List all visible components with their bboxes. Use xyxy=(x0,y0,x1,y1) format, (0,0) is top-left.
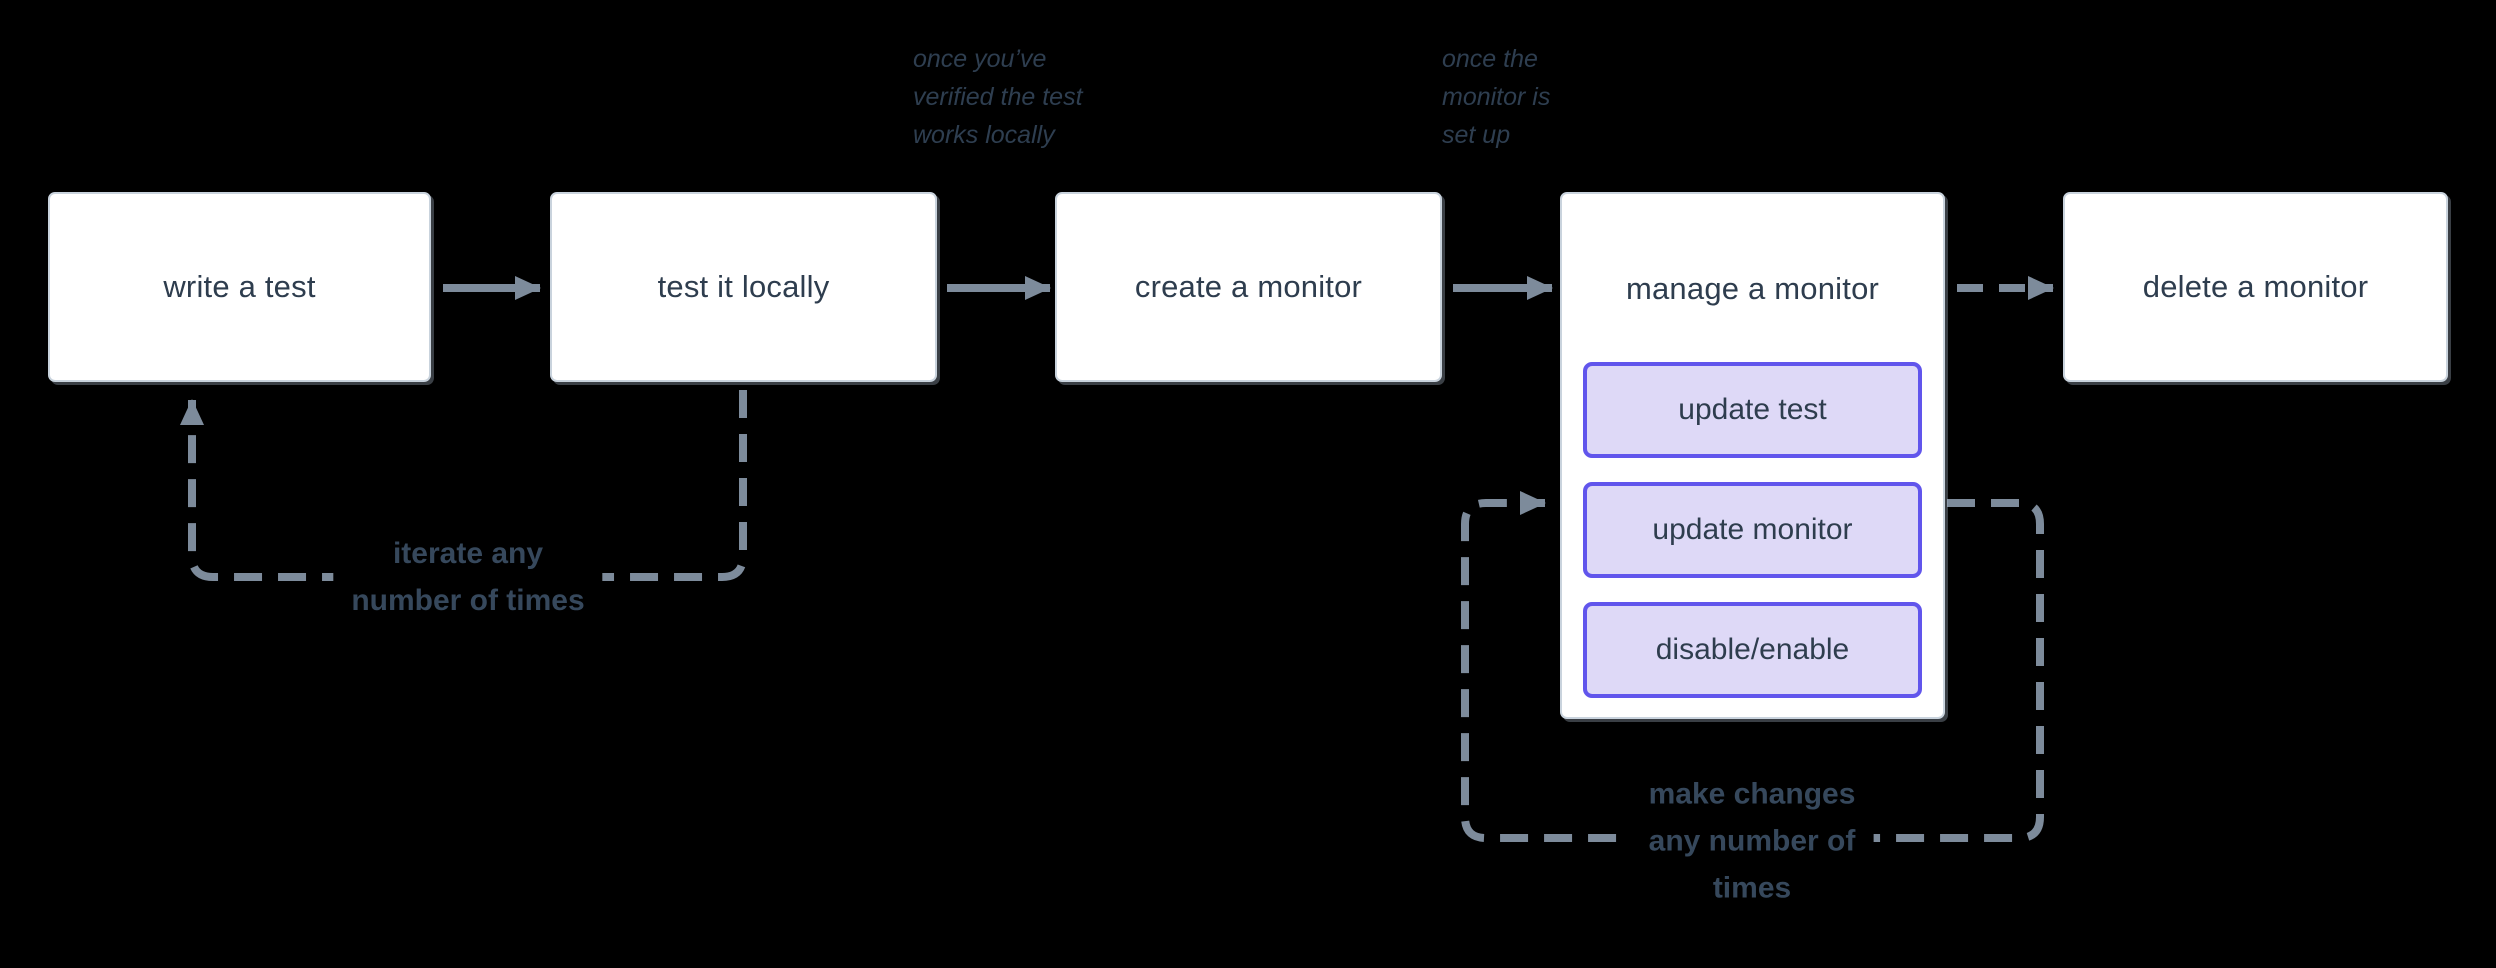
flow-box-test-locally: test it locally xyxy=(550,192,937,382)
iterate-loop-label: iterate any number of times xyxy=(333,528,603,626)
flow-box-test-locally-label: test it locally xyxy=(657,269,830,304)
flow-box-manage-monitor-label: manage a monitor xyxy=(1625,271,1880,306)
disable-enable-button: disable/enable xyxy=(1583,602,1922,698)
annotation-monitor-set-up: once the monitor is set up xyxy=(1442,45,1551,149)
make-changes-loop-label: make changes any number of times xyxy=(1630,768,1874,914)
annotation-verified-locally: once you’ve verified the test works loca… xyxy=(913,45,1083,149)
update-test-button: update test xyxy=(1583,362,1922,458)
flow-box-delete-monitor: delete a monitor xyxy=(2063,192,2448,382)
flow-box-write-test: write a test xyxy=(48,192,431,382)
update-monitor-button: update monitor xyxy=(1583,482,1922,578)
flow-box-manage-monitor: manage a monitor update test update moni… xyxy=(1560,192,1945,719)
flow-box-create-monitor-label: create a monitor xyxy=(1134,269,1363,304)
flow-box-write-test-label: write a test xyxy=(163,269,316,304)
flow-box-create-monitor: create a monitor xyxy=(1055,192,1442,382)
flow-box-delete-monitor-label: delete a monitor xyxy=(2142,269,2369,304)
make-changes-loop-path xyxy=(1461,491,2044,842)
